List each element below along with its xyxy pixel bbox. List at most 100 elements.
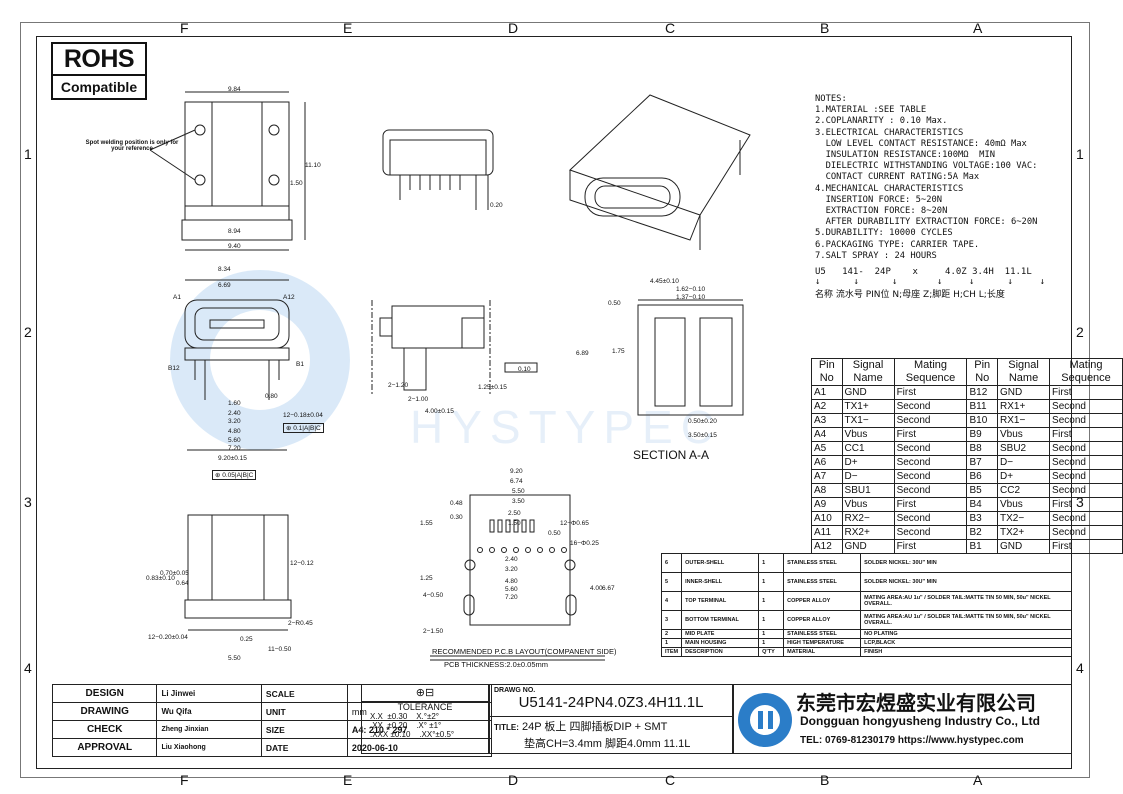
- dimension-label: 12−Φ0.65: [560, 520, 589, 527]
- material-cell: FINISH: [860, 647, 1072, 657]
- zone-left-4: 4: [24, 660, 32, 676]
- dimension-label: 1.25±0.15: [478, 384, 507, 391]
- note-line: 2.COPLANARITY : 0.10 Max.: [815, 116, 948, 127]
- pin-cell: Second: [893, 469, 968, 484]
- pin-cell: B12: [966, 385, 998, 400]
- dimension-label: 5.60: [228, 437, 241, 444]
- pin-cell: Second: [893, 511, 968, 526]
- material-cell: MATING AREA:AU 1u" / SOLDER TAIL:MATTE T…: [860, 610, 1072, 630]
- pin-cell: A5: [811, 441, 843, 456]
- pin-cell: A7: [811, 469, 843, 484]
- material-cell: MAIN HOUSING: [681, 638, 760, 648]
- pin-cell: D−: [841, 469, 895, 484]
- zone-left-3: 3: [24, 494, 32, 510]
- tolerance-label: TOLERANCE: [397, 702, 453, 712]
- dimension-label: 5.60: [505, 586, 518, 593]
- tolerance-row-3: .XXX ±0.10 .XX°±0.5°: [370, 730, 455, 739]
- dimension-label: 3.20: [228, 418, 241, 425]
- watermark-text: HYSTYPEC: [410, 401, 722, 453]
- material-cell: HIGH TEMPERATURE: [783, 638, 862, 648]
- note-line: INSERTION FORCE: 5~20N: [815, 194, 943, 205]
- material-cell: COPPER ALLOY: [783, 591, 862, 611]
- dimension-label: 0.50±0.20: [688, 418, 717, 425]
- zone-right-1: 1: [1076, 146, 1084, 162]
- dimension-label: 12−0.18±0.04: [283, 412, 323, 419]
- pin-cell: B2: [966, 525, 998, 540]
- pin-cell: A2: [811, 399, 843, 414]
- pin-cell: RX2+: [841, 525, 895, 540]
- dimension-label: 9.20: [510, 468, 523, 475]
- tb-name-drawing: Wu Qifa: [156, 702, 262, 721]
- material-cell: 1: [758, 572, 785, 592]
- material-cell: STAINLESS STEEL: [783, 553, 862, 573]
- pin-cell: GND: [996, 539, 1051, 554]
- pcb-layout-view: [430, 494, 605, 661]
- pin-cell: TX1−: [841, 413, 895, 428]
- material-cell: STAINLESS STEEL: [783, 572, 862, 592]
- pin-header-cell: Pin No: [811, 358, 843, 386]
- dimension-label: 3.50: [512, 498, 525, 505]
- dimension-label: 1.60: [228, 400, 241, 407]
- pin-cell: A12: [811, 539, 843, 554]
- tb-key-size: SIZE: [260, 720, 348, 739]
- dimension-label: 4.00: [590, 585, 603, 592]
- dimension-label: 1.25: [420, 575, 433, 582]
- gdt-frame: ⊕ 0.1|A|B|C: [283, 423, 324, 433]
- material-cell: STAINLESS STEEL: [783, 629, 862, 639]
- dimension-label: 0.83±0.10: [146, 575, 175, 582]
- tb-label-approval: APPROVAL: [51, 738, 158, 757]
- tb-name-approval: Liu Xiaohong: [156, 738, 262, 757]
- material-cell: MATERIAL: [783, 647, 862, 657]
- material-cell: INNER-SHELL: [681, 572, 760, 592]
- note-line: 5.DURABILITY: 10000 CYCLES: [815, 228, 953, 239]
- note-line: DIELECTRIC WITHSTANDING VOLTAGE:100 VAC:: [815, 161, 1038, 172]
- dimension-label: 2−1.20: [388, 382, 409, 389]
- material-cell: TOP TERMINAL: [681, 591, 760, 611]
- pcb-layout-title: RECOMMENDED P.C.B LAYOUT(COMPANENT SIDE): [432, 647, 617, 656]
- material-cell: 1: [758, 553, 785, 573]
- material-cell: MATING AREA:AU 1u" / SOLDER TAIL:MATTE T…: [860, 591, 1072, 611]
- dimension-label: 12−0.12: [290, 560, 314, 567]
- dimension-label: 3.20: [505, 566, 518, 573]
- pin-cell: A4: [811, 427, 843, 442]
- pin-header-cell: Signal Name: [996, 358, 1051, 386]
- pin-cell: Vbus: [841, 497, 895, 512]
- part-code-legend: 名称 流水号 PIN位 N;母座 Z;脚距 H;CH L;长度: [815, 290, 1005, 300]
- pin-cell: CC1: [841, 441, 895, 456]
- tb-key-date: DATE: [260, 738, 348, 757]
- tb-name-check: Zheng Jinxian: [156, 720, 262, 739]
- dimension-label: 8.34: [218, 266, 231, 273]
- pin-cell: B1: [966, 539, 998, 554]
- zone-bottom-C: C: [665, 772, 676, 788]
- dimension-label: 2.50: [508, 510, 521, 517]
- dimension-label: 8.94: [228, 228, 241, 235]
- material-cell: SOLDER NICKEL: 30U" MIN: [860, 572, 1072, 592]
- pin-cell: Second: [893, 413, 968, 428]
- material-cell: SOLDER NICKEL: 30U" MIN: [860, 553, 1072, 573]
- pin-cell: A8: [811, 483, 843, 498]
- pin-cell: D+: [996, 469, 1051, 484]
- dimension-label: 5.50: [512, 488, 525, 495]
- pin-cell: GND: [841, 539, 895, 554]
- pin-cell: First: [1049, 497, 1123, 512]
- pin-cell: Second: [1049, 455, 1123, 470]
- pin-header-cell: Mating Sequence: [1049, 358, 1123, 386]
- pin-cell: Second: [1049, 483, 1123, 498]
- pin-cell: D−: [996, 455, 1051, 470]
- pin-cell: A3: [811, 413, 843, 428]
- zone-left-1: 1: [24, 146, 32, 162]
- dimension-label: 4.00±0.15: [425, 408, 454, 415]
- pin-cell: First: [1049, 427, 1123, 442]
- tolerance-block: ⊕⊟ TOLERANCE X.X ±0.30 X.°±2° .XX ±0.20 …: [361, 684, 489, 754]
- pin-cell: B9: [966, 427, 998, 442]
- dimension-label: 2−1.50: [423, 628, 444, 635]
- zone-top-E: E: [343, 20, 353, 36]
- material-cell: 1: [758, 610, 785, 630]
- dimension-label: 0.48: [450, 500, 463, 507]
